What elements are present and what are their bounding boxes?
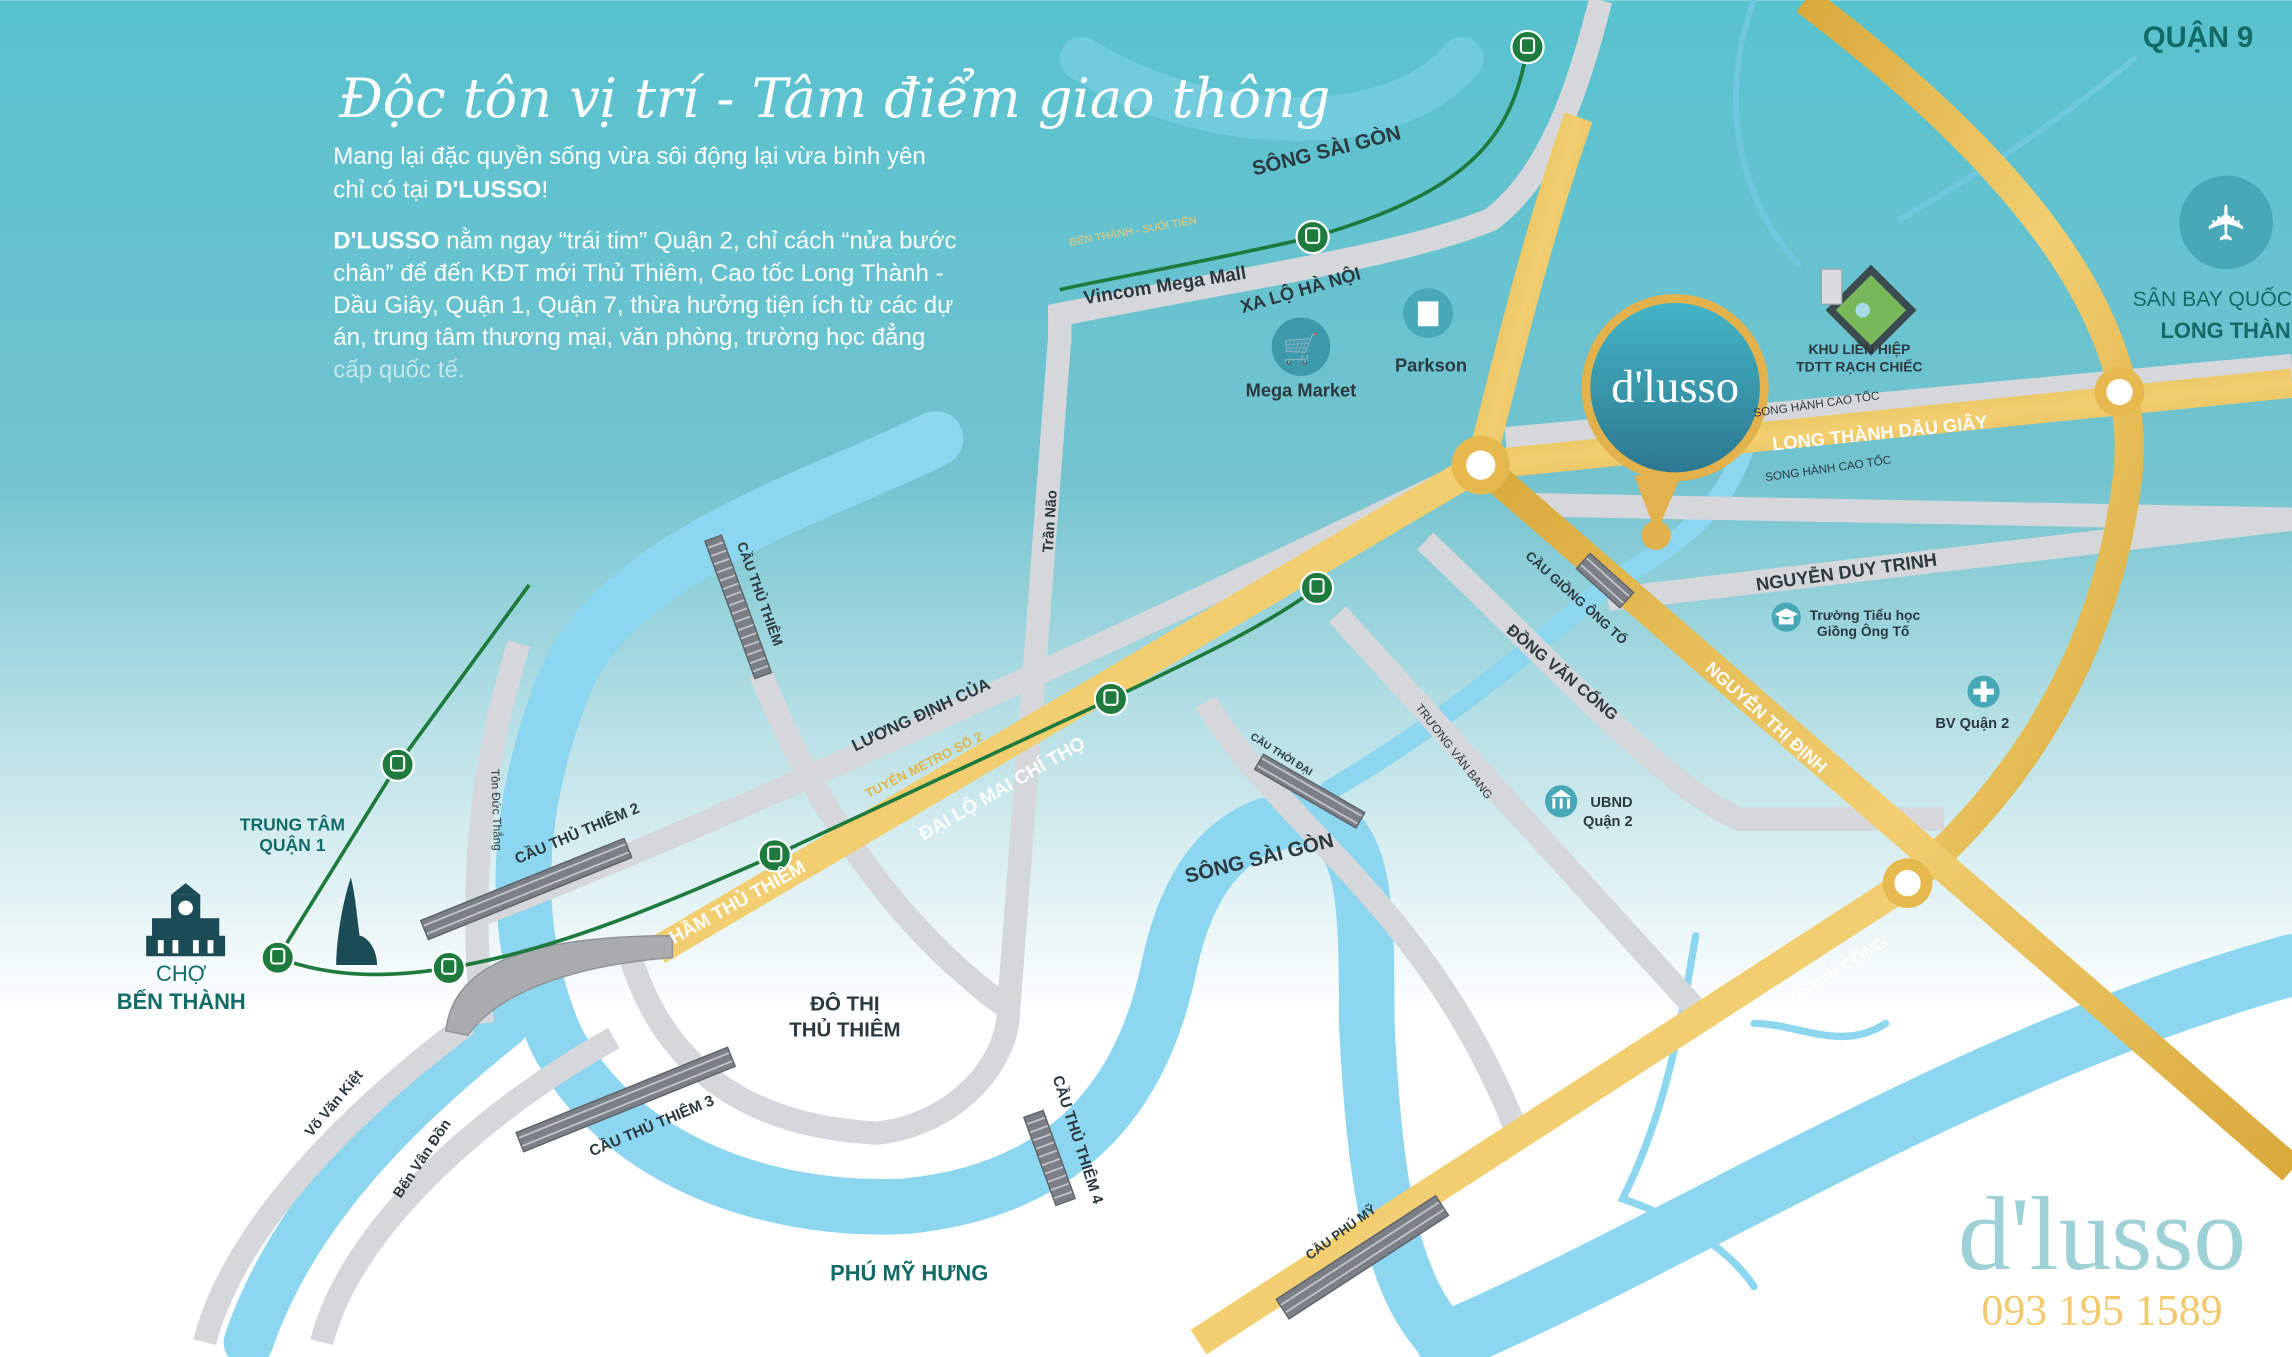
highway-ring-left: [1466, 112, 1593, 469]
road-vo-van-kiet: [193, 1014, 475, 1346]
label-hospital: BV Quận 2: [1935, 716, 2009, 732]
river-saigon-main: [495, 411, 1475, 1357]
body-paragraph: D'LUSSO nằm ngay “trái tim” Quận 2, chỉ …: [333, 228, 956, 384]
svg-text:cấp quốc tế.: cấp quốc tế.: [333, 356, 464, 383]
hotline-phone[interactable]: 093 195 1589: [1981, 1287, 2222, 1335]
bridge-thu-thiem-3: [515, 1046, 737, 1153]
river-saigon-east: [1416, 934, 2292, 1357]
label-phu-my-hung: PHÚ MỸ HƯNG: [830, 1261, 988, 1286]
road-cau-thoi-dai: [1195, 696, 1532, 1145]
road-ton-duc-thang: [465, 639, 531, 1025]
highway-ring-road: [1796, 0, 2144, 895]
label-trung-tam-2: QUẬN 1: [259, 834, 325, 855]
road-nguyen-duy-trinh: [1606, 507, 2292, 612]
label-airport-1: SÂN BAY QUỐC TẾ: [2133, 285, 2292, 311]
hospital-icon: [1967, 675, 2000, 708]
bridge-thu-thiem: [704, 534, 773, 680]
shopping-cart-icon: 🛒: [1271, 317, 1331, 376]
metro-stations: [260, 29, 1545, 986]
highway-mai-chi-tho: [650, 452, 1489, 963]
label-school-2: Giồng Ông Tố: [1817, 622, 1910, 639]
svg-text:Mang lại đặc quyền sống vừa sô: Mang lại đặc quyền sống vừa sôi động lại…: [333, 143, 926, 170]
bridge-phu-my: [1275, 1194, 1450, 1320]
highway-vo-chi-cong: [1190, 870, 1916, 1355]
label-school-1: Trường Tiểu học: [1810, 607, 1921, 623]
label-trung-tam-1: TRUNG TÂM: [240, 814, 345, 835]
metro-station-icon: [380, 747, 415, 782]
svg-text:chân” để đến KĐT mới Thủ Thiêm: chân” để đến KĐT mới Thủ Thiêm, Cao tốc …: [333, 260, 943, 287]
metro-station-icon: [757, 838, 792, 873]
label-ubnd-2: Quận 2: [1583, 814, 1633, 830]
local-roads: [193, 0, 2292, 1346]
project-logo: d'lusso: [1611, 361, 1739, 413]
road-thu-thiem-loop: [617, 947, 1021, 1145]
metro-station-icon: [260, 940, 295, 975]
ben-thanh-market-icon: [146, 883, 226, 957]
airport-icon: ✈: [2179, 175, 2273, 270]
bitexco-tower-icon: [336, 877, 378, 965]
road-dong-van-cong: [1417, 532, 1945, 831]
label-airport-2: LONG THÀNH: [2160, 318, 2292, 343]
river-top: [1059, 36, 1484, 141]
label-ubnd-1: UBND: [1590, 795, 1632, 811]
metro-station-icon: [1510, 29, 1545, 65]
bridge-thu-thiem-2: [419, 837, 633, 941]
svg-text:D'LUSSO nằm ngay “trái tim” Qu: D'LUSSO nằm ngay “trái tim” Quận 2, chỉ …: [333, 228, 956, 255]
river-canal-left: [223, 998, 530, 1357]
government-building-icon: [1545, 785, 1578, 818]
page-title: Độc tôn vị trí - Tâm điểm giao thông: [338, 67, 1330, 130]
school-icon: [1771, 602, 1801, 632]
bridge-thoi-dai: [1253, 753, 1366, 829]
road-song-hanh-lower: [1519, 492, 2292, 531]
project-location-marker[interactable]: d'lusso: [1581, 294, 1769, 550]
label-mega-market: Mega Market: [1246, 379, 1357, 400]
svg-text:Dầu Giây, Quận 1, Quận 7, thừa: Dầu Giây, Quận 1, Quận 7, thừa hưởng tiệ…: [333, 292, 953, 319]
metro-line-2: [275, 583, 1319, 977]
map-bottom-margin: [0, 1342, 2292, 1357]
svg-text:🛒: 🛒: [1283, 331, 1319, 365]
metro-station-icon: [1295, 219, 1330, 255]
label-thu-thiem: THỦ THIÊM: [789, 1018, 900, 1042]
road-cau-thu-thiem: [749, 668, 1016, 1019]
label-parkson: Parkson: [1395, 355, 1467, 376]
creek-north: [1733, 0, 2138, 267]
label-khu-lien-hiep-2: TDTT RẠCH CHIẾC: [1796, 359, 1922, 375]
label-tran-nao: Trần Não: [1040, 490, 1060, 554]
metro-station-icon: [1093, 681, 1129, 717]
watermark-logo: d'lusso: [1958, 1175, 2246, 1292]
building-icon: [1820, 268, 1843, 305]
rivers: [223, 0, 2292, 1357]
metro-station-icon: [431, 950, 466, 986]
svg-text:án, trung tâm thương mại, văn: án, trung tâm thương mại, văn phòng, trư…: [333, 322, 925, 351]
bridge-giong-ong-to: [1575, 552, 1635, 609]
tunnel-thu-thiem: [445, 935, 674, 1036]
roundabouts: [1451, 367, 2145, 908]
road-xa-lo-ha-noi: [1048, 0, 1612, 344]
intro-paragraph: Mang lại đặc quyền sống vừa sôi động lại…: [333, 143, 926, 204]
label-ben-thanh: BẾN THÀNH: [117, 989, 246, 1014]
shopping-bag-icon: [1403, 288, 1453, 338]
bridge-thu-thiem-4: [1022, 1109, 1077, 1207]
label-khu-lien-hiep-1: KHU LIÊN HIỆP: [1808, 340, 1910, 357]
label-quan-9: QUẬN 9: [2143, 20, 2253, 54]
road-ben-van-don: [310, 1027, 620, 1346]
label-cho: CHỢ: [156, 961, 207, 986]
label-ton-duc-thang: Tôn Đức Thắng: [488, 769, 504, 851]
bridges: [419, 534, 1635, 1320]
svg-text:✈: ✈: [2198, 202, 2256, 244]
label-do-thi: ĐÔ THỊ: [810, 991, 879, 1015]
metro-station-icon: [1299, 570, 1335, 606]
road-truong-van-bang: [1328, 606, 1705, 1017]
svg-text:chỉ có tại D'LUSSO!: chỉ có tại D'LUSSO!: [333, 177, 548, 204]
